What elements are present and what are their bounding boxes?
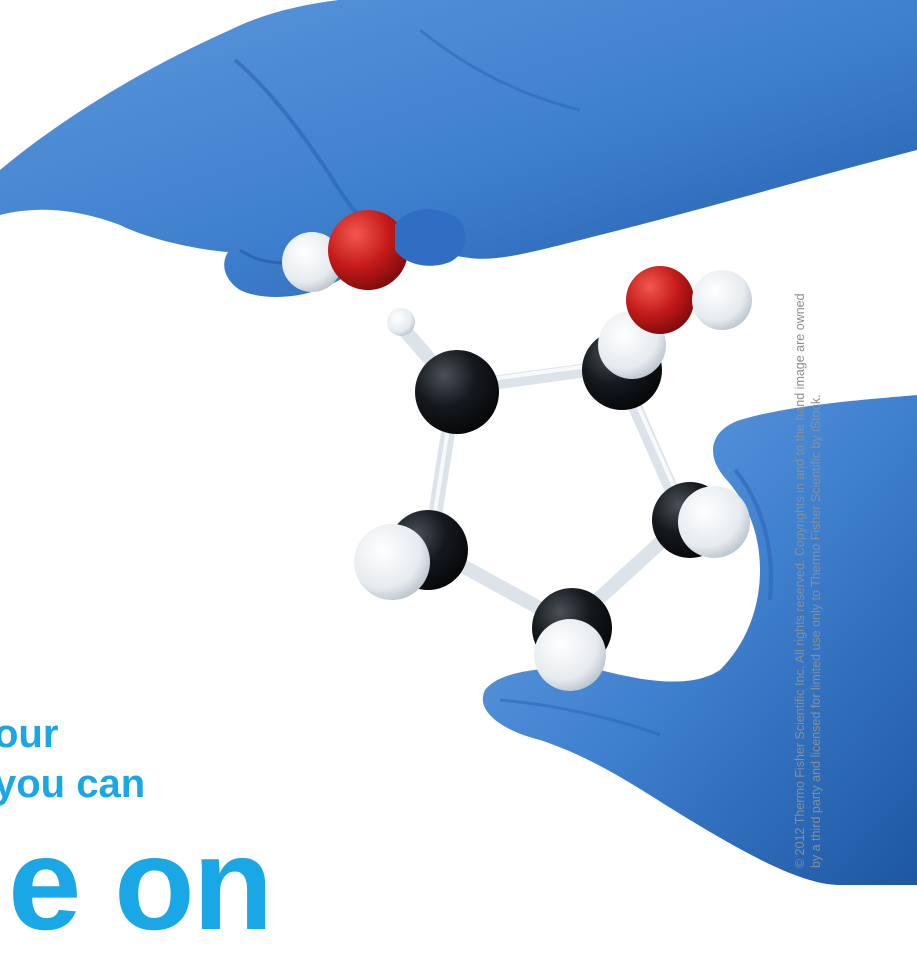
headline-line-3: e on (8, 810, 273, 957)
molecule-model (282, 210, 752, 691)
top-glove-fingertip (395, 209, 466, 266)
hydrogen-atom (692, 270, 752, 330)
copyright-notice-line-1: © 2012 Thermo Fisher Scientific Inc. All… (793, 293, 807, 868)
hydrogen-atom (678, 486, 750, 558)
oxygen-atom (626, 266, 694, 334)
hydrogen-atom (354, 524, 430, 600)
hydrogen-atom (387, 308, 415, 336)
hydrogen-atom (534, 619, 606, 691)
copyright-notice-line-2: by a third party and licensed for limite… (809, 394, 823, 868)
carbon-atom (415, 350, 499, 434)
bottom-glove (482, 395, 917, 885)
headline-line-2: you can (0, 762, 146, 806)
product-photo (0, 0, 917, 885)
headline-line-1: our (0, 712, 59, 756)
oxygen-atom (328, 210, 408, 290)
hydrogen-atom (282, 232, 342, 292)
